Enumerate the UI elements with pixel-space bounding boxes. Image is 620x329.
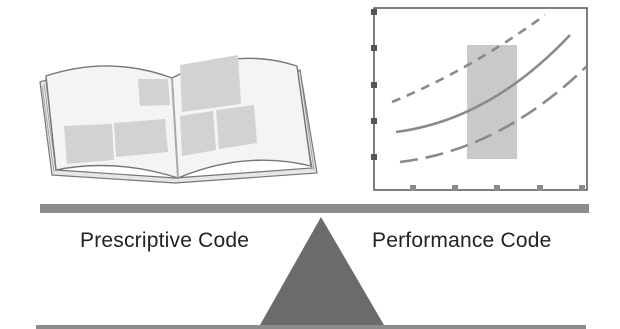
performance-chart-icon: [371, 7, 588, 191]
ground-line: [36, 325, 586, 329]
fulcrum-triangle: [260, 217, 384, 325]
chart-x-ticks: [410, 185, 585, 191]
chart-mean-line: [395, 34, 571, 134]
balance-beam: [40, 204, 589, 213]
performance-code-label: Performance Code: [372, 229, 552, 252]
chart-upper-bound-line: [391, 13, 546, 104]
chart-y-ticks: [371, 9, 377, 160]
chart-lower-bound-line: [399, 65, 588, 164]
open-book-icon: [39, 55, 318, 184]
chart-target-band: [467, 45, 517, 159]
prescriptive-code-label: Prescriptive Code: [80, 229, 250, 252]
